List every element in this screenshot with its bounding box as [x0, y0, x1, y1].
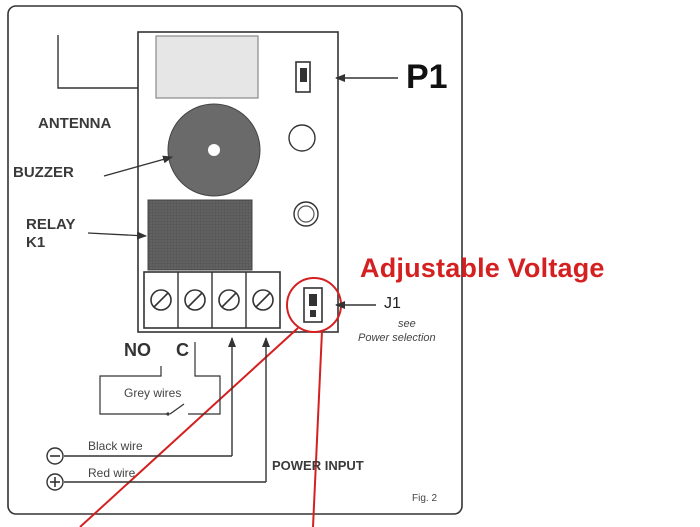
red-wire-label: Red wire: [88, 466, 136, 480]
buzzer-hole: [208, 144, 220, 156]
antenna-wire: [57, 35, 152, 89]
terminal-screw-3: [218, 289, 240, 311]
terminal-screw-4: [252, 289, 274, 311]
led-top: [288, 124, 316, 152]
buzzer-arrow: [103, 155, 173, 177]
terminal-screw-2: [184, 289, 206, 311]
callout-line-left: [79, 327, 299, 527]
switch-contact: [169, 403, 185, 415]
led-bottom-inner: [297, 205, 315, 223]
relay-label: RELAY: [26, 216, 76, 233]
no-label: NO: [124, 340, 151, 360]
see-label: see: [398, 318, 416, 330]
power-selection-label: Power selection: [358, 332, 436, 344]
grey-wires-label: Grey wires: [124, 386, 182, 400]
terminal-screw-1: [150, 289, 172, 311]
switch-dot: [166, 412, 170, 416]
buzzer-label: BUZZER: [13, 164, 74, 181]
relay-k1-label: K1: [26, 234, 46, 251]
no-wire: [99, 366, 168, 415]
black-wire-label: Black wire: [88, 439, 143, 453]
c-wire: [188, 342, 221, 415]
j1-jumper-cap: [309, 294, 317, 306]
receiver-module: [155, 35, 259, 99]
j1-label: J1: [384, 295, 401, 312]
figure-label: Fig. 2: [412, 493, 438, 504]
power-input-label: POWER INPUT: [272, 458, 364, 473]
relay-arrow: [87, 231, 147, 240]
antenna-label: ANTENNA: [38, 115, 112, 132]
relay-k1: [147, 199, 253, 271]
p1-label: P1: [406, 58, 448, 96]
callout-line-right: [312, 330, 323, 527]
p1-switch-knob: [300, 68, 307, 82]
j1-jumper-pin: [310, 310, 316, 317]
c-label: C: [176, 340, 189, 360]
enclosure-outline: [7, 5, 463, 515]
adjustable-voltage-label: Adjustable Voltage: [360, 253, 605, 283]
